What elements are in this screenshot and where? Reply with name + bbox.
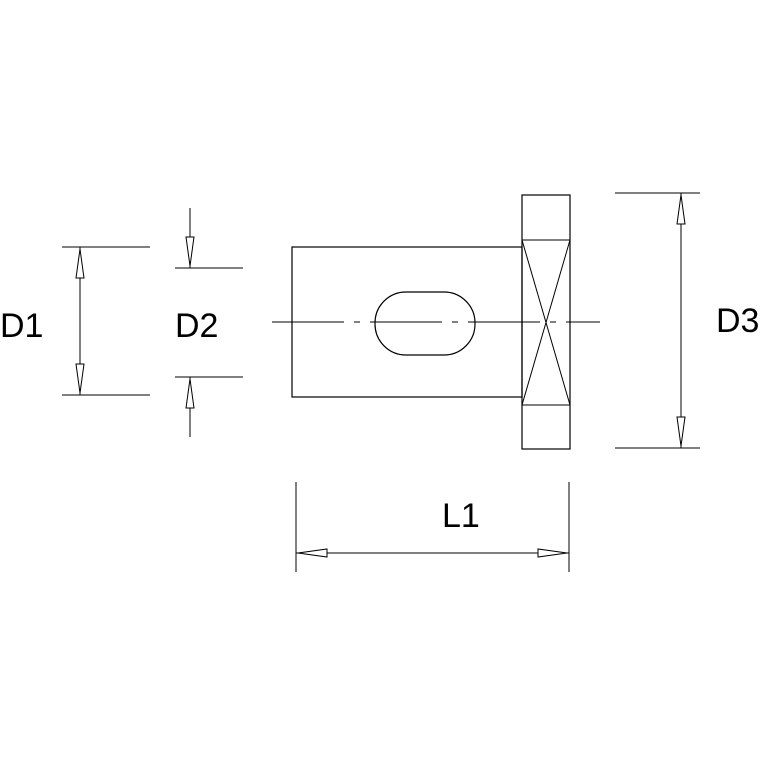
dimension-d2: D2 bbox=[175, 208, 243, 437]
part-body bbox=[272, 194, 600, 450]
d1-arrow-bottom bbox=[75, 363, 85, 394]
l1-label: L1 bbox=[442, 497, 480, 535]
d2-arrow-bottom bbox=[185, 378, 195, 409]
d1-arrow-top bbox=[75, 248, 85, 279]
dimension-l1: L1 bbox=[295, 482, 570, 572]
d2-label: D2 bbox=[175, 307, 218, 345]
d3-label: D3 bbox=[716, 302, 759, 340]
dimension-d3: D3 bbox=[615, 192, 759, 449]
d1-label: D1 bbox=[0, 307, 43, 345]
d2-arrow-top bbox=[185, 236, 195, 267]
l1-arrow-right bbox=[537, 548, 568, 558]
keyway-slot bbox=[374, 291, 476, 356]
d3-arrow-bottom bbox=[676, 416, 686, 447]
d3-arrow-top bbox=[676, 194, 686, 225]
l1-arrow-left bbox=[297, 548, 328, 558]
dimension-d1: D1 bbox=[0, 246, 150, 396]
flange-cross-b bbox=[521, 239, 571, 406]
